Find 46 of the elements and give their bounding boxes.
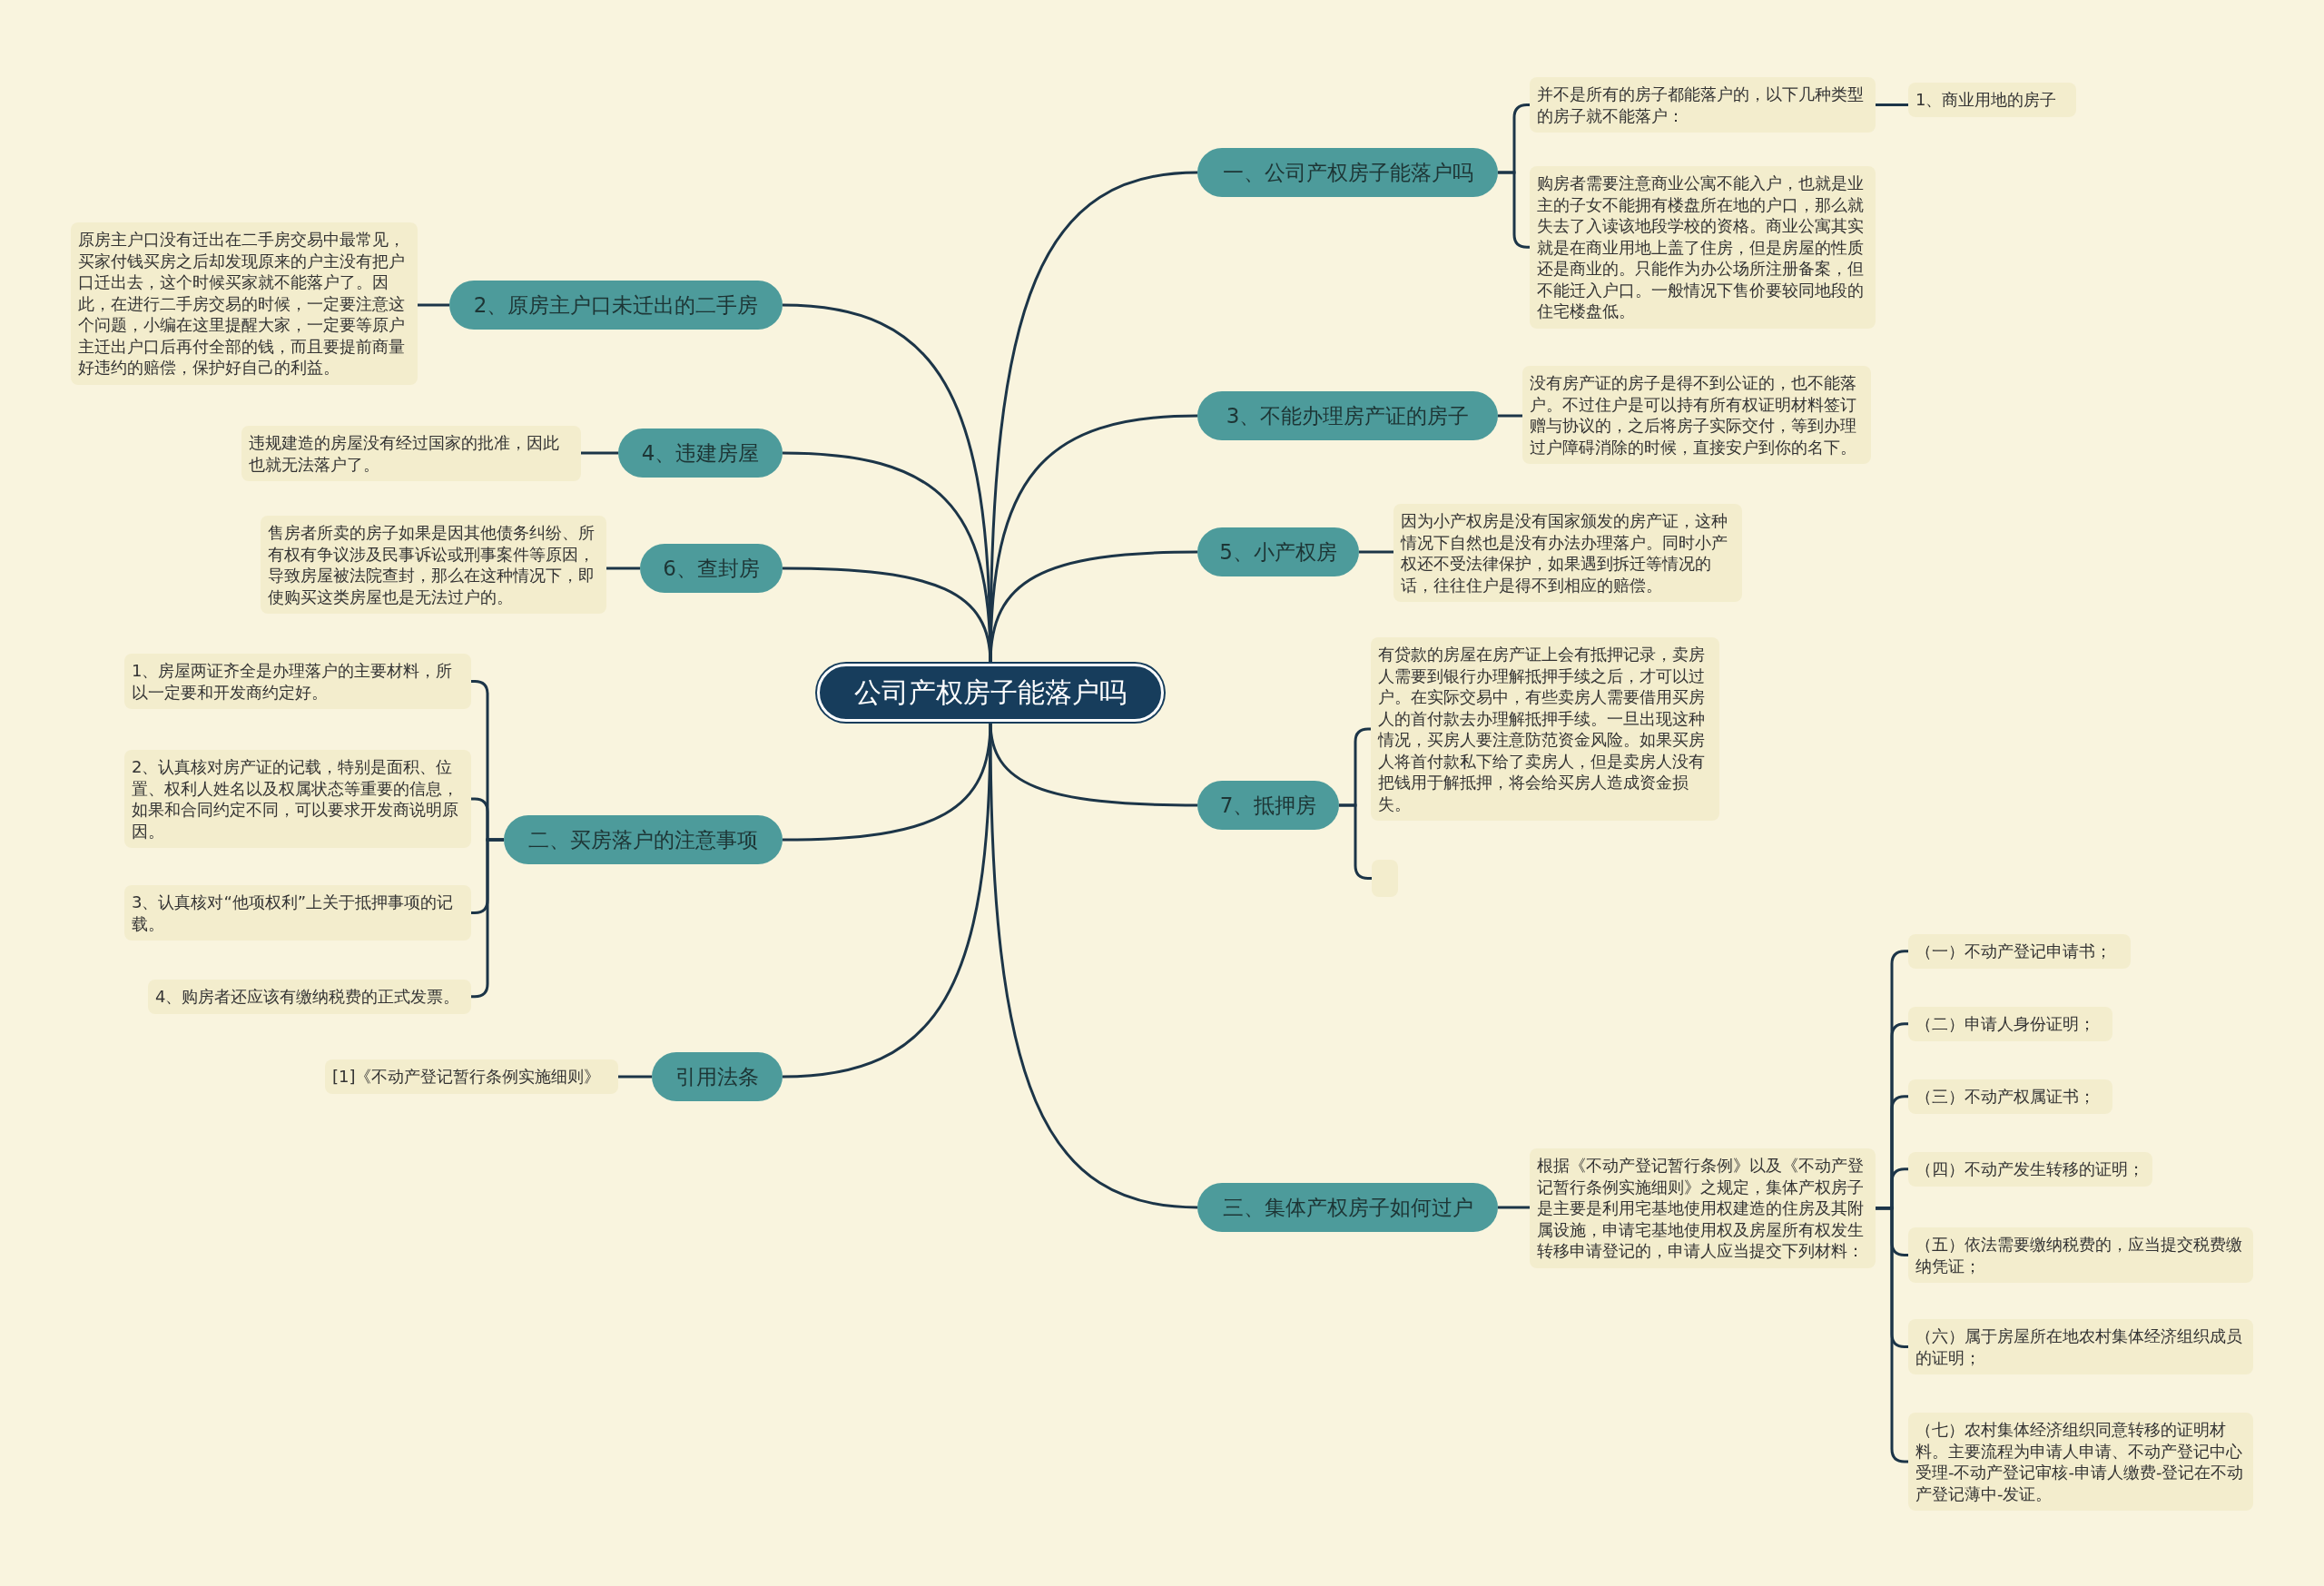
topic-pill: 二、买房落户的注意事项 xyxy=(504,815,783,864)
note-card: （二）申请人身份证明； xyxy=(1908,1007,2112,1041)
note-card: 2、认真核对房产证的记载，特别是面积、位置、权利人姓名以及权属状态等重要的信息，如果和合同约定不同，可以要求开发商说明原因。 xyxy=(124,750,471,848)
note-card: （四）不动产发生转移的证明； xyxy=(1908,1152,2152,1187)
note-card: 购房者需要注意商业公寓不能入户，也就是业主的子女不能拥有楼盘所在地的户口，那么就失去了入读该地段学校的资格。商业公寓其实就是在商业用地上盖了住房，但是房屋的性质还是商业的。只能作为办公场所注册备案，但不能迁入户口。一般情况下售价要较同地段的住宅楼盘低。 xyxy=(1530,166,1876,329)
connector-line xyxy=(782,721,992,1079)
note-card: 原房主户口没有迁出在二手房交易中最常见，买家付钱买房之后却发现原来的户主没有把户口迁出去，这个时候买家就不能落户了。因此，在进行二手房交易的时候，一定要注意这个问题，小编在这里提醒大家，一定要等原户主迁出户口后再付全部的钱，而且要提前商量好违约的赔偿，保护好自己的利益。 xyxy=(71,222,418,385)
connector-line xyxy=(618,1075,652,1079)
note-card: 因为小产权房是没有国家颁发的房产证，这种情况下自然也是没有办法办理落户。同时小产权还不受法律保护，如果遇到拆迁等情况的话，往往住户是得不到相应的赔偿。 xyxy=(1393,504,1742,602)
connector-line xyxy=(782,566,992,665)
note-card: （六）属于房屋所在地农村集体经济组织成员的证明； xyxy=(1908,1319,2253,1374)
topic-pill: 引用法条 xyxy=(652,1052,783,1101)
connector-line xyxy=(1876,103,1908,106)
topic-pill: 5、小产权房 xyxy=(1197,527,1359,576)
note-card: （一）不动产登记申请书； xyxy=(1908,934,2131,969)
note-card: [1]《不动产登记暂行条例实施细则》 xyxy=(325,1059,618,1094)
topic-pill: 6、查封房 xyxy=(640,544,783,593)
note-card: 有贷款的房屋在房产证上会有抵押记录，卖房人需要到银行办理解抵押手续之后，才可以过户。在实际交易中，有些卖房人需要借用买房人的首付款去办理解抵押手续。一旦出现这种情况，买房人要注意防范资金风险。如果买房人将首付款私下给了卖房人，但是卖房人没有把钱用于解抵押，将会给买房人造成资金损失。 xyxy=(1371,637,1719,821)
connector-line xyxy=(989,722,1198,1209)
connector-line xyxy=(1876,1207,1908,1463)
note-card: （七）农村集体经济组织同意转移的证明材料。主要流程为申请人申请、不动产登记中心受理-不动产登记审核-申请人缴费-登记在不动产登记薄中-发证。 xyxy=(1908,1413,2253,1511)
topic-pill: 一、公司产权房子能落户吗 xyxy=(1197,148,1498,197)
connector-line xyxy=(1359,550,1393,554)
note-card: 1、房屋两证齐全是办理落户的主要材料，所以一定要和开发商约定好。 xyxy=(124,654,471,709)
note-card: 根据《不动产登记暂行条例》以及《不动产登记暂行条例实施细则》之规定，集体产权房子是主要是利用宅基地使用权建造的住房及其附属设施，申请宅基地使用权及房屋所有权发生转移申请登记的，申请人应当提交下列材料： xyxy=(1530,1148,1876,1268)
topic-pill: 三、集体产权房子如何过户 xyxy=(1197,1183,1498,1232)
central-topic: 公司产权房子能落户吗 xyxy=(817,664,1164,722)
connector-line xyxy=(1498,1206,1530,1209)
note-card: 没有房产证的房子是得不到公证的，也不能落户。不过住户是可以持有所有权证明材料签订赠与协议的，之后将房子实际交付，等到办理过户障碍消除的时候，直接安户到你的名下。 xyxy=(1522,366,1871,464)
note-card: （三）不动产权属证书； xyxy=(1908,1079,2112,1114)
note-card: 3、认真核对“他项权利”上关于抵押事项的记载。 xyxy=(124,885,471,941)
note-card: 售房者所卖的房子如果是因其他债务纠纷、所有权有争议涉及民事诉讼或刑事案件等原因，导致房屋被法院查封，那么在这种情况下，即使购买这类房屋也是无法过户的。 xyxy=(261,516,606,614)
connector-line xyxy=(606,566,640,570)
topic-pill: 2、原房主户口未迁出的二手房 xyxy=(449,281,783,330)
topic-pill: 3、不能办理房产证的房子 xyxy=(1197,391,1498,440)
topic-pill: 4、违建房屋 xyxy=(618,429,783,478)
empty-note-box xyxy=(1372,860,1398,897)
note-card: 1、商业用地的房子 xyxy=(1908,83,2076,117)
connector-line xyxy=(1498,414,1522,418)
topic-pill: 7、抵押房 xyxy=(1197,781,1339,830)
note-card: （五）依法需要缴纳税费的，应当提交税费缴纳凭证； xyxy=(1908,1227,2253,1283)
note-card: 并不是所有的房子都能落户的，以下几种类型的房子就不能落户： xyxy=(1530,77,1876,133)
note-card: 4、购房者还应该有缴纳税费的正式发票。 xyxy=(148,980,471,1014)
connector-line xyxy=(581,451,618,455)
connector-line xyxy=(418,303,449,307)
note-card: 违规建造的房屋没有经过国家的批准，因此也就无法落户了。 xyxy=(241,426,581,481)
